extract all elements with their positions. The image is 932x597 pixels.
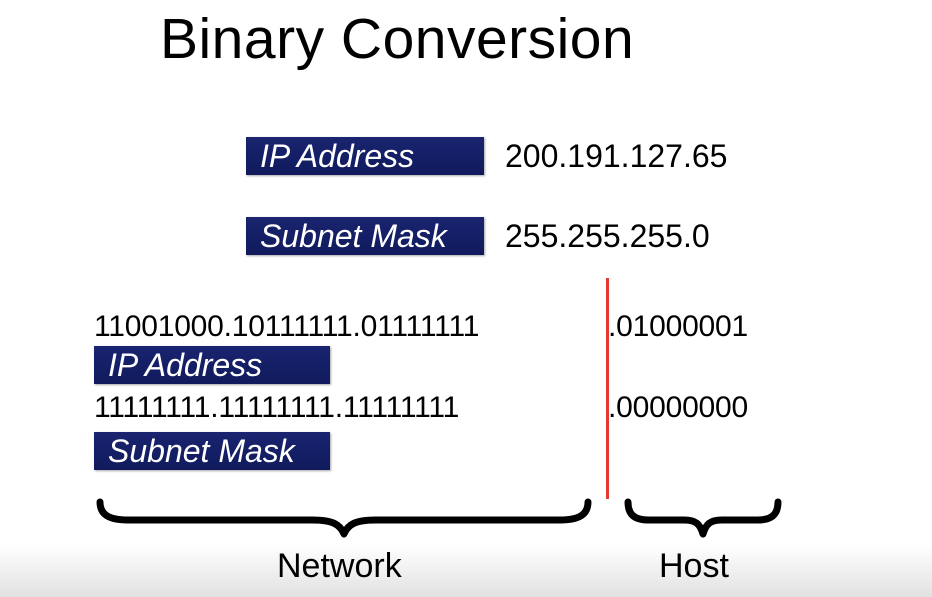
network-host-divider-line: [606, 278, 609, 499]
ip-binary-host-bits: .01000001: [608, 310, 749, 343]
ip-address-value: 200.191.127.65: [505, 138, 728, 174]
mask-binary-network-bits: 11111111.11111111.11111111: [94, 391, 460, 424]
subnet-mask-value: 255.255.255.0: [505, 218, 710, 254]
network-label: Network: [277, 547, 402, 585]
mask-binary-host-bits: .00000000: [608, 391, 749, 424]
slide-title: Binary Conversion: [160, 7, 635, 71]
mask-binary-tag: Subnet Mask: [94, 432, 330, 470]
ip-address-tag: IP Address: [246, 137, 484, 175]
host-label: Host: [659, 547, 729, 585]
ip-binary-network-bits: 11001000.10111111.01111111: [94, 310, 480, 343]
bottom-shade: [0, 545, 932, 597]
network-brace: [96, 498, 592, 538]
ip-binary-tag: IP Address: [94, 346, 330, 384]
host-brace: [624, 498, 782, 538]
subnet-mask-tag: Subnet Mask: [246, 217, 484, 255]
